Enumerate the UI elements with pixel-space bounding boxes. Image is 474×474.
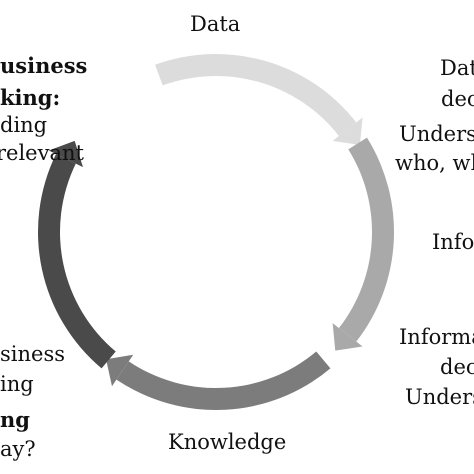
top-right-line-4: who, wh — [395, 151, 474, 175]
middle-right-line-1: Informa — [399, 325, 474, 349]
bottom-left-line-4: ay? — [0, 437, 36, 461]
middle-right-line-3: Unders — [405, 385, 474, 409]
stage-label-information: Info — [432, 230, 474, 254]
bottom-left-line-1: siness — [0, 342, 65, 366]
arc-back-to-data — [37, 153, 116, 369]
top-right-line-3: Underst — [399, 122, 474, 146]
arrowhead-data-to-information — [332, 117, 363, 145]
top-right-line-2: dec — [441, 87, 474, 111]
top-right-line-1: Data — [440, 56, 474, 80]
top-left-line-2: king: — [0, 85, 61, 110]
middle-right-line-2: dec — [440, 355, 474, 379]
arc-data-to-information — [155, 53, 357, 136]
arrowhead-knowledge-to-next — [106, 354, 134, 387]
stage-label-knowledge: Knowledge — [168, 430, 287, 454]
bottom-left-line-3: ng — [0, 407, 30, 432]
top-left-line-4: relevant — [0, 141, 84, 165]
arrowhead-back-to-data — [48, 140, 83, 168]
bottom-left-line-2: ing — [0, 372, 34, 396]
arrowhead-information-to-knowledge — [332, 323, 363, 351]
top-left-line-1: usiness — [0, 53, 88, 78]
stage-label-data: Data — [190, 12, 241, 36]
arc-information-to-knowledge — [338, 137, 395, 342]
arc-knowledge-to-next — [116, 351, 331, 410]
top-left-line-3: ding — [0, 113, 48, 137]
